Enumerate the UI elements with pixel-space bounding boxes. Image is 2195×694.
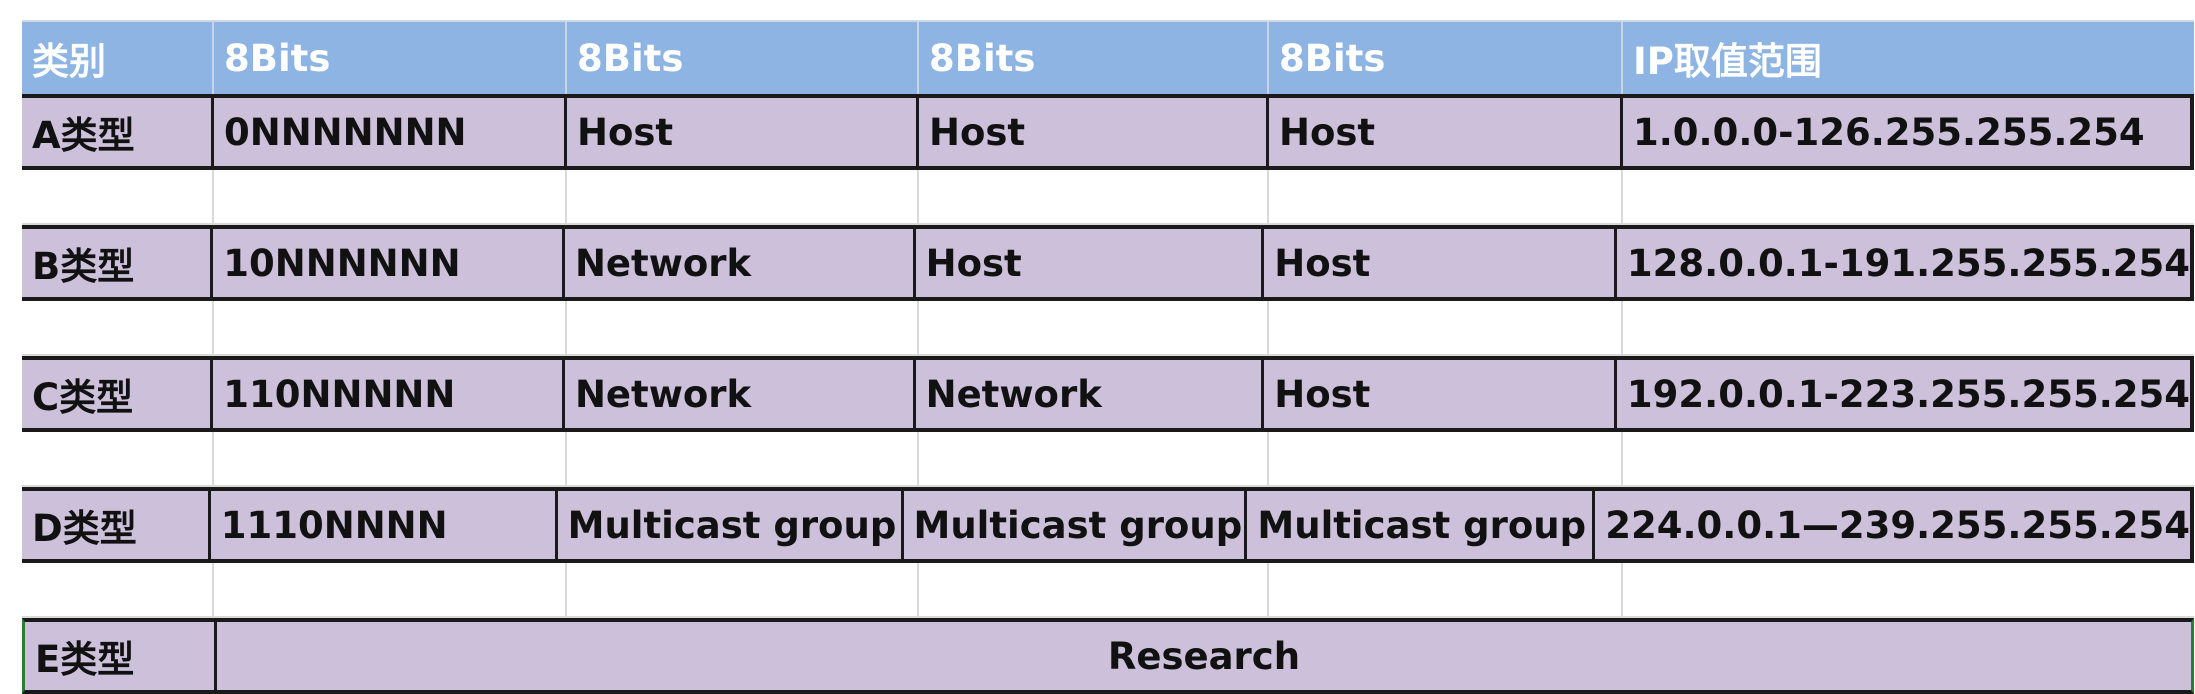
empty-cell[interactable] [1623,432,2194,487]
cell-type[interactable]: C类型 [22,360,214,428]
header-bits-2[interactable]: 8Bits [567,22,919,94]
spacer-row [22,432,2194,487]
cell-bits-3[interactable]: Network [916,360,1265,428]
empty-cell[interactable] [214,170,567,225]
empty-cell[interactable] [567,432,919,487]
empty-cell[interactable] [567,301,919,356]
table-row-class-d: D类型 1110NNNN Multicast group Multicast g… [22,487,2194,563]
cell-type[interactable]: E类型 [25,622,217,690]
empty-cell[interactable] [1269,170,1623,225]
empty-cell[interactable] [1623,170,2194,225]
cell-bits-2[interactable]: Network [565,360,916,428]
empty-cell[interactable] [919,432,1269,487]
empty-cell[interactable] [567,170,919,225]
empty-cell[interactable] [919,301,1269,356]
empty-cell[interactable] [214,301,567,356]
cell-bits-1[interactable]: 1110NNNN [211,491,558,559]
cell-bits-2[interactable]: Multicast group [558,491,904,559]
cell-bits-2[interactable]: Host [567,98,919,166]
cell-ip-range[interactable]: 192.0.0.1-223.255.255.254 [1626,372,2190,416]
cell-bits-4[interactable]: Multicast group [1247,491,1596,559]
table-row-class-c: C类型 110NNNNN Network Network Host 192.0.… [22,356,2194,432]
empty-cell[interactable] [22,170,214,225]
cell-ip-range[interactable]: 128.0.0.1-191.255.255.254 [1626,241,2190,285]
header-category[interactable]: 类别 [22,22,214,94]
header-ip-range[interactable]: IP取值范围 [1633,40,1822,83]
cell-bits-2[interactable]: Network [565,229,916,297]
empty-cell[interactable] [22,432,214,487]
table-row-class-b: B类型 10NNNNNN Network Host Host 128.0.0.1… [22,225,2194,301]
cell-bits-3[interactable]: Multicast group [904,491,1248,559]
cell-bits-4[interactable]: Host [1264,360,1617,428]
empty-cell[interactable] [1623,563,2194,618]
spacer-row [22,301,2194,356]
cell-bits-3[interactable]: Host [916,229,1265,297]
cell-type[interactable]: A类型 [22,98,214,166]
empty-cell[interactable] [1623,301,2194,356]
table-row-class-a: A类型 0NNNNNNN Host Host Host 1.0.0.0-126.… [22,94,2194,170]
cell-ip-range[interactable]: 224.0.0.1—239.255.255.254 [1605,503,2190,547]
spacer-row [22,170,2194,225]
header-bits-3[interactable]: 8Bits [919,22,1269,94]
cell-bits-1[interactable]: 0NNNNNNN [214,98,567,166]
empty-cell[interactable] [1269,301,1623,356]
empty-cell[interactable] [1269,563,1623,618]
cell-bits-1[interactable]: 110NNNNN [213,360,565,428]
empty-cell[interactable] [1269,432,1623,487]
header-bits-4[interactable]: 8Bits [1269,22,1623,94]
empty-cell[interactable] [919,563,1269,618]
cell-type[interactable]: D类型 [22,491,211,559]
cell-bits-3[interactable]: Host [919,98,1269,166]
cell-bits-1[interactable]: 10NNNNNN [213,229,565,297]
empty-cell[interactable] [919,170,1269,225]
empty-cell[interactable] [22,563,214,618]
empty-cell[interactable] [22,301,214,356]
empty-cell[interactable] [567,563,919,618]
cell-bits-4[interactable]: Host [1269,98,1623,166]
empty-cell[interactable] [214,563,567,618]
table-row-class-e: E类型 Research [22,618,2194,694]
ip-class-table: 类别 8Bits 8Bits 8Bits 8Bits IP取值范围 A类型 0N… [22,20,2194,694]
cell-bits-4[interactable]: Host [1264,229,1617,297]
empty-cell[interactable] [214,432,567,487]
cell-merged-research[interactable]: Research [1107,634,1301,678]
spacer-row [22,563,2194,618]
cell-type[interactable]: B类型 [22,229,214,297]
table-header-row: 类别 8Bits 8Bits 8Bits 8Bits IP取值范围 [22,20,2194,94]
cell-ip-range[interactable]: 1.0.0.0-126.255.255.254 [1633,110,2145,154]
header-bits-1[interactable]: 8Bits [214,22,567,94]
